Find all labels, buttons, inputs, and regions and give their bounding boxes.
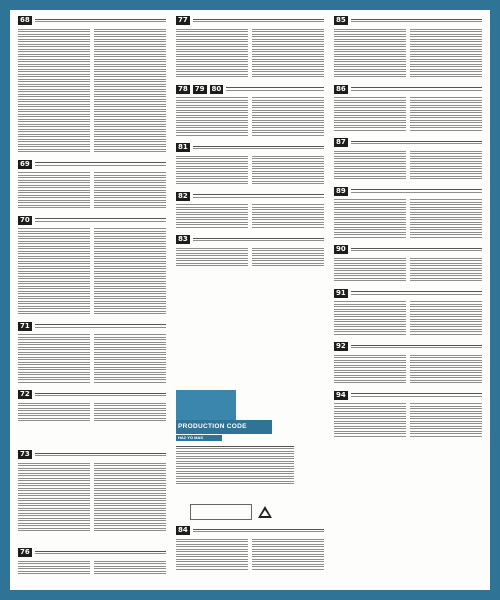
section-89: 89 [334, 186, 482, 240]
production-color-block [176, 390, 236, 420]
printed-sheet: 68 69 70 71 72 [10, 10, 490, 590]
section-number: 85 [334, 16, 348, 25]
section-number: 73 [18, 450, 32, 459]
section-body [18, 27, 166, 154]
section-number: 91 [334, 288, 348, 298]
section-number: 70 [18, 215, 32, 225]
production-table [176, 444, 294, 486]
section-number: 90 [334, 245, 348, 254]
section-83: 83 [176, 235, 324, 268]
logo-box [190, 504, 252, 520]
section-number: 72 [18, 390, 32, 399]
column-3: 85 86 87 89 90 91 [334, 16, 482, 582]
section-94: 94 [334, 390, 482, 439]
section-number: 80 [209, 84, 224, 94]
section-70: 70 [18, 215, 166, 316]
section-81: 81 [176, 143, 324, 186]
section-number: 79 [192, 84, 207, 94]
section-number: 76 [18, 548, 32, 557]
section-73: 73 [18, 450, 166, 533]
section-number: 83 [176, 235, 190, 244]
section-91: 91 [334, 288, 482, 337]
section-85: 85 [334, 16, 482, 79]
section-76: 76 [18, 548, 166, 576]
section-number: 87 [334, 138, 348, 147]
section-82: 82 [176, 191, 324, 230]
recycle-icon [258, 506, 272, 518]
section-86: 86 [334, 84, 482, 133]
section-number: 82 [176, 191, 190, 201]
section-72: 72 [18, 390, 166, 423]
section-71: 71 [18, 321, 166, 385]
section-77: 77 [176, 16, 324, 79]
section-number: 78 [176, 84, 190, 94]
section-92: 92 [334, 342, 482, 385]
section-number: 69 [18, 159, 32, 169]
section-68: 68 [18, 16, 166, 154]
section-number: 68 [18, 16, 32, 25]
section-87: 87 [334, 138, 482, 181]
section-number: 86 [334, 84, 348, 94]
section-number: 94 [334, 390, 348, 400]
section-number: 92 [334, 342, 348, 351]
production-subtitle: HAZ YO MAS [176, 435, 222, 441]
section-number: 81 [176, 143, 190, 152]
section-number: 77 [176, 16, 190, 25]
column-1: 68 69 70 71 72 [18, 16, 166, 582]
section-number: 89 [334, 186, 348, 196]
section-69: 69 [18, 159, 166, 210]
section-number: 71 [18, 321, 32, 331]
section-number: 84 [176, 526, 190, 535]
section-90: 90 [334, 245, 482, 283]
production-code-title: PRODUCTION CODE [176, 420, 272, 434]
section-84: 84 [176, 526, 324, 571]
